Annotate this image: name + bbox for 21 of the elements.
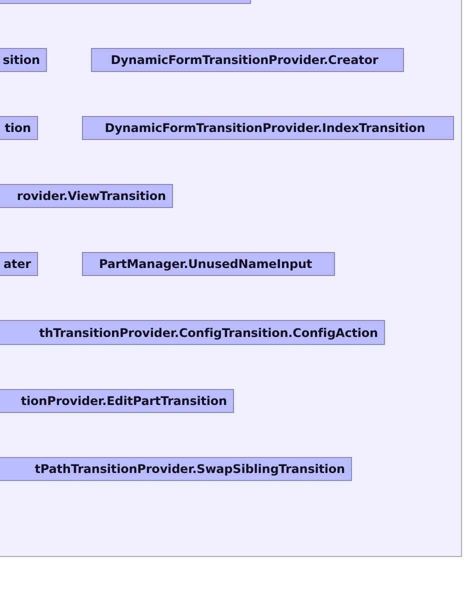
package-panel — [0, 0, 462, 557]
class-name: PartManager.UnusedNameInput — [98, 257, 312, 271]
class-name: sition — [2, 53, 40, 67]
class-name: DynamicFormTransitionProvider.IndexTransition — [104, 121, 426, 135]
class-name: tion — [4, 121, 31, 135]
class-box — [0, 48, 47, 72]
class-name: thTransitionProvider.ConfigTransition.ConfigAction — [39, 326, 378, 340]
class-name: tPathTransitionProvider.SwapSiblingTransition — [34, 462, 345, 476]
class-box — [82, 252, 335, 276]
class-box — [91, 48, 404, 72]
class-box — [0, 116, 38, 140]
class-box — [82, 116, 454, 140]
class-box — [0, 252, 38, 276]
class-name: ater — [4, 257, 31, 271]
class-box — [0, 457, 352, 481]
class-box — [0, 389, 234, 413]
class-box — [0, 184, 173, 208]
class-name: rovider.ViewTransition — [16, 189, 166, 203]
class-box — [0, 320, 385, 345]
class-name: DynamicFormTransitionProvider.Creator — [110, 53, 378, 67]
class-name: tionProvider.EditPartTransition — [20, 394, 227, 408]
